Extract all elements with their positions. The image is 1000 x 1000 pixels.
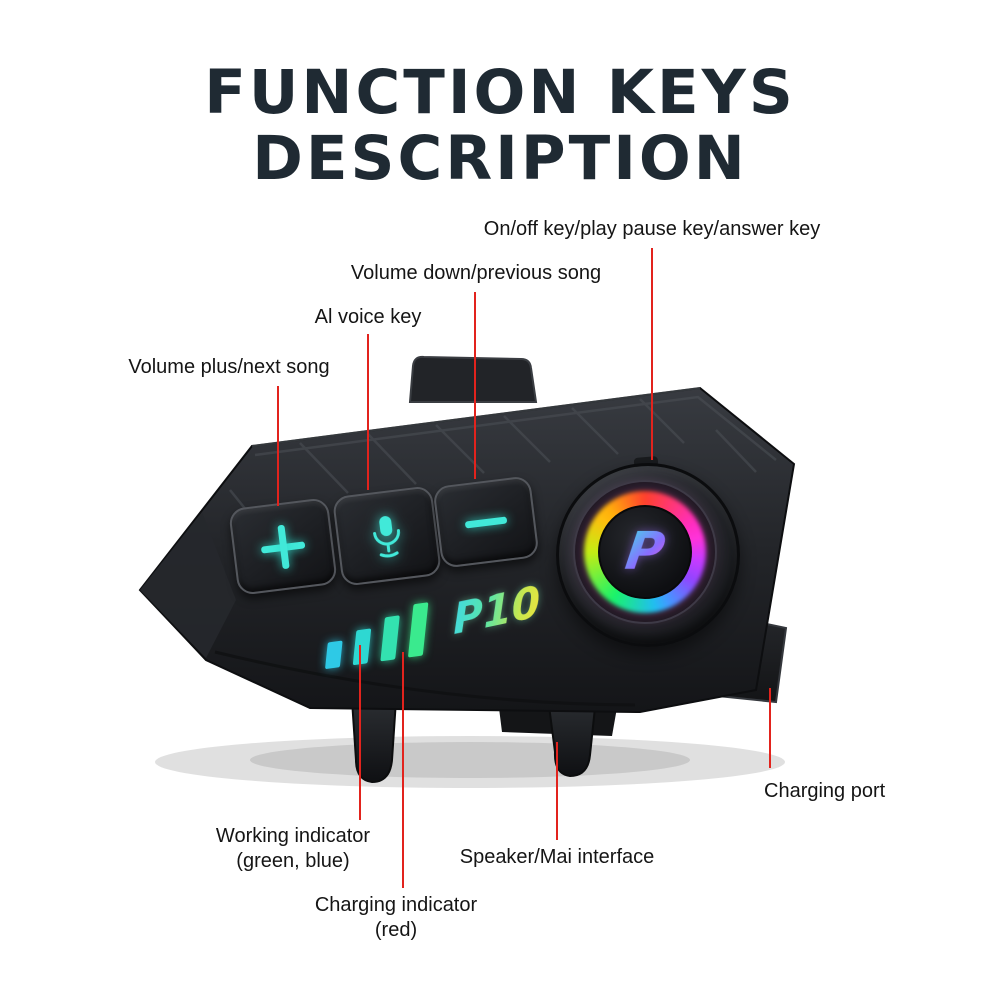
- device-shadow-core: [250, 742, 690, 778]
- label-volume-plus: Volume plus/next song: [128, 356, 330, 378]
- title-line-2: DESCRIPTION: [252, 123, 748, 194]
- power-button: P: [598, 505, 692, 599]
- label-power-key: On/off key/play pause key/answer key: [483, 218, 821, 240]
- brand-logo: P: [621, 522, 669, 582]
- minus-icon: [464, 515, 508, 529]
- plus-icon: [258, 522, 307, 571]
- indicator-bar-4: [407, 602, 429, 658]
- bottom-seam: [214, 650, 636, 707]
- leader-volume-down: [474, 292, 476, 479]
- label-charging-indicator: Charging indicator (red): [315, 893, 477, 943]
- leader-ai-voice: [367, 334, 369, 490]
- label-working-indicator: Working indicator (green, blue): [216, 824, 370, 874]
- panel-seams: [229, 395, 777, 543]
- leader-working-indicator: [359, 645, 361, 820]
- label-charging-port: Charging port: [764, 780, 886, 802]
- leader-charging-port: [769, 688, 771, 768]
- leader-volume-plus: [277, 386, 279, 506]
- top-edge-highlight: [251, 387, 701, 447]
- title-line-1: FUNCTION KEYS: [204, 57, 796, 128]
- label-speaker: Speaker/Mai interface: [459, 846, 655, 868]
- label-charging-indicator-line1: Charging indicator: [314, 894, 478, 916]
- volume-plus-button: [228, 497, 338, 596]
- label-charging-indicator-line2: (red): [374, 919, 418, 941]
- top-tab: [408, 355, 538, 403]
- device-shadow: [155, 736, 785, 788]
- prong-left: [350, 699, 398, 784]
- label-working-indicator-line2: (green, blue): [236, 850, 350, 872]
- prong-right: [546, 697, 598, 778]
- mic-icon: [373, 516, 400, 558]
- leader-power-key: [651, 248, 653, 460]
- indicator-bar-1: [324, 640, 343, 670]
- indicator-bar-3: [380, 615, 400, 662]
- label-ai-voice: Al voice key: [314, 306, 422, 328]
- indicator-bar-2: [352, 628, 372, 666]
- leader-speaker: [556, 742, 558, 840]
- left-clamp: [140, 512, 236, 658]
- page-title: FUNCTION KEYS DESCRIPTION: [0, 60, 1000, 192]
- label-volume-down: Volume down/previous song: [350, 262, 602, 284]
- volume-minus-button: [432, 475, 540, 569]
- leader-charging-indicator: [402, 652, 404, 888]
- ai-voice-button: [331, 485, 443, 587]
- label-working-indicator-line1: Working indicator: [215, 825, 371, 847]
